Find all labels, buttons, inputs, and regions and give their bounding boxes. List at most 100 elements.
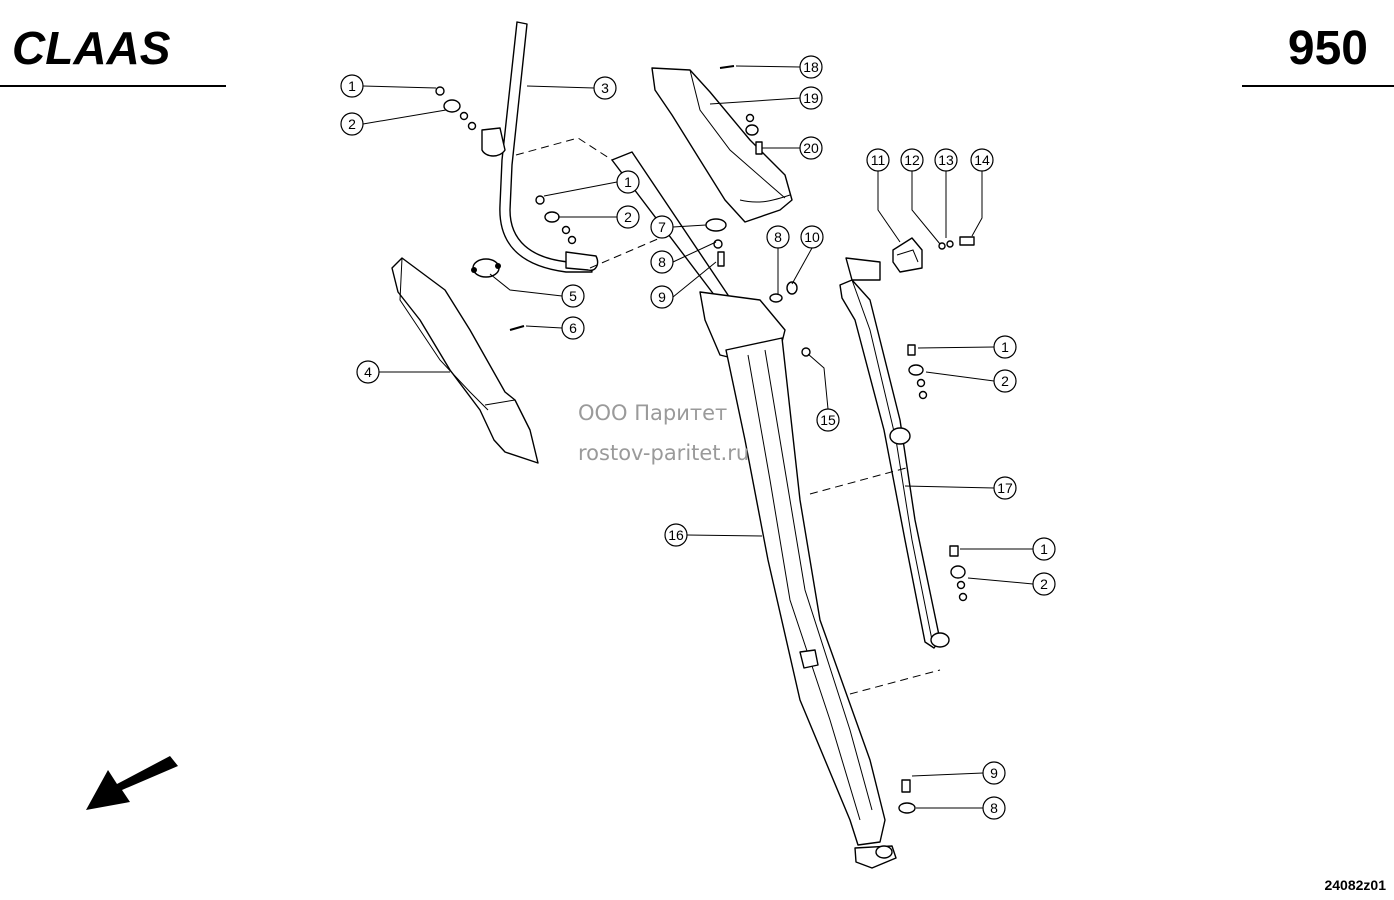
callout-circle xyxy=(340,112,364,136)
callout-leader-line xyxy=(672,224,707,228)
callout-number: 2 xyxy=(348,116,356,132)
callout-number: 5 xyxy=(569,288,577,304)
callout-circle xyxy=(561,316,585,340)
callout-number: 8 xyxy=(990,800,998,816)
callout-circle xyxy=(593,76,617,100)
callout-number: 8 xyxy=(658,254,666,270)
callout-number: 1 xyxy=(1040,541,1048,557)
small-hardware xyxy=(435,65,975,814)
callout-circle xyxy=(664,523,688,547)
callout-18: 18 xyxy=(735,55,823,79)
callout-circle xyxy=(561,284,585,308)
callout-13: 13 xyxy=(934,148,958,238)
side-rail-17 xyxy=(839,257,950,649)
callout-circle xyxy=(1032,572,1056,596)
brand-logo: CLAAS xyxy=(12,22,171,74)
callout-leader-line xyxy=(911,772,984,777)
callout-number: 9 xyxy=(990,765,998,781)
callout-leader-line xyxy=(672,241,717,263)
callout-10: 10 xyxy=(791,225,824,285)
callout-19: 19 xyxy=(709,86,823,110)
callout-number: 4 xyxy=(364,364,372,380)
callout-leader-line xyxy=(543,181,618,197)
callout-circle xyxy=(982,761,1006,785)
callout-circle xyxy=(356,360,380,384)
callout-11: 11 xyxy=(866,148,901,243)
callout-16: 16 xyxy=(664,523,763,547)
callout-number: 9 xyxy=(658,289,666,305)
watermark-line2: rostov-paritet.ru xyxy=(578,441,749,465)
callout-leader-line xyxy=(877,171,901,243)
callout-circle xyxy=(799,55,823,79)
callout-1: 1 xyxy=(917,335,1017,359)
callout-leader-line xyxy=(917,346,995,349)
callout-number: 13 xyxy=(938,152,954,168)
callout-circle xyxy=(650,250,674,274)
callout-circle xyxy=(340,74,364,98)
callout-leader-line xyxy=(791,247,813,285)
callout-12: 12 xyxy=(900,148,941,245)
callout-number: 18 xyxy=(803,59,819,75)
callout-circle xyxy=(616,170,640,194)
callout-7: 7 xyxy=(650,215,707,239)
drawing-code: 24082z01 xyxy=(1324,877,1386,893)
callout-number: 1 xyxy=(624,174,632,190)
callout-number: 15 xyxy=(820,412,836,428)
callout-circle xyxy=(799,86,823,110)
arrow-down-left-icon xyxy=(86,756,178,810)
callout-circle xyxy=(816,408,840,432)
callout-leader-line xyxy=(807,353,829,410)
callout-circle xyxy=(900,148,924,172)
callout-1: 1 xyxy=(543,170,640,197)
assembly-dash-lines xyxy=(515,137,941,695)
callout-circle xyxy=(650,285,674,309)
callout-leader-line xyxy=(735,65,801,68)
callout-circle xyxy=(993,476,1017,500)
callout-leader-line xyxy=(967,577,1034,585)
callout-circle xyxy=(982,796,1006,820)
callout-number: 10 xyxy=(804,229,820,245)
callout-2: 2 xyxy=(340,109,447,136)
callout-number: 1 xyxy=(348,78,356,94)
model-number: 950 xyxy=(1288,22,1368,75)
clamp-5 xyxy=(471,258,501,278)
callout-circle xyxy=(993,369,1017,393)
callout-leader-line xyxy=(971,171,983,237)
callout-2: 2 xyxy=(925,369,1017,393)
callout-1: 1 xyxy=(960,537,1056,561)
callout-circle xyxy=(799,136,823,160)
callout-leader-line xyxy=(911,171,941,245)
callout-8: 8 xyxy=(766,225,790,295)
callout-14: 14 xyxy=(970,148,994,237)
callout-number: 20 xyxy=(803,140,819,156)
callout-circle xyxy=(616,205,640,229)
watermark-line1: ООО Паритет xyxy=(578,401,727,425)
callout-circle xyxy=(1032,537,1056,561)
callout-number: 16 xyxy=(668,527,684,543)
callout-circle xyxy=(800,225,824,249)
callout-number: 6 xyxy=(569,320,577,336)
callout-9: 9 xyxy=(911,761,1006,785)
callout-number: 19 xyxy=(803,90,819,106)
callout-leader-line xyxy=(925,371,995,382)
callout-circle xyxy=(866,148,890,172)
callout-number: 2 xyxy=(1040,576,1048,592)
callout-leader-line xyxy=(686,534,763,537)
callout-circle xyxy=(650,215,674,239)
callout-leader-line xyxy=(489,273,563,297)
callout-3: 3 xyxy=(526,76,617,100)
callout-8: 8 xyxy=(650,241,717,274)
callout-2: 2 xyxy=(967,572,1056,596)
callout-9: 9 xyxy=(650,261,717,309)
callout-8: 8 xyxy=(916,796,1006,820)
callout-circle xyxy=(934,148,958,172)
callout-leader-line xyxy=(709,97,801,105)
callout-20: 20 xyxy=(762,136,823,160)
callout-15: 15 xyxy=(807,353,840,432)
callout-number: 3 xyxy=(601,80,609,96)
callout-number: 8 xyxy=(774,229,782,245)
callout-number: 17 xyxy=(997,480,1013,496)
callout-17: 17 xyxy=(904,476,1017,500)
